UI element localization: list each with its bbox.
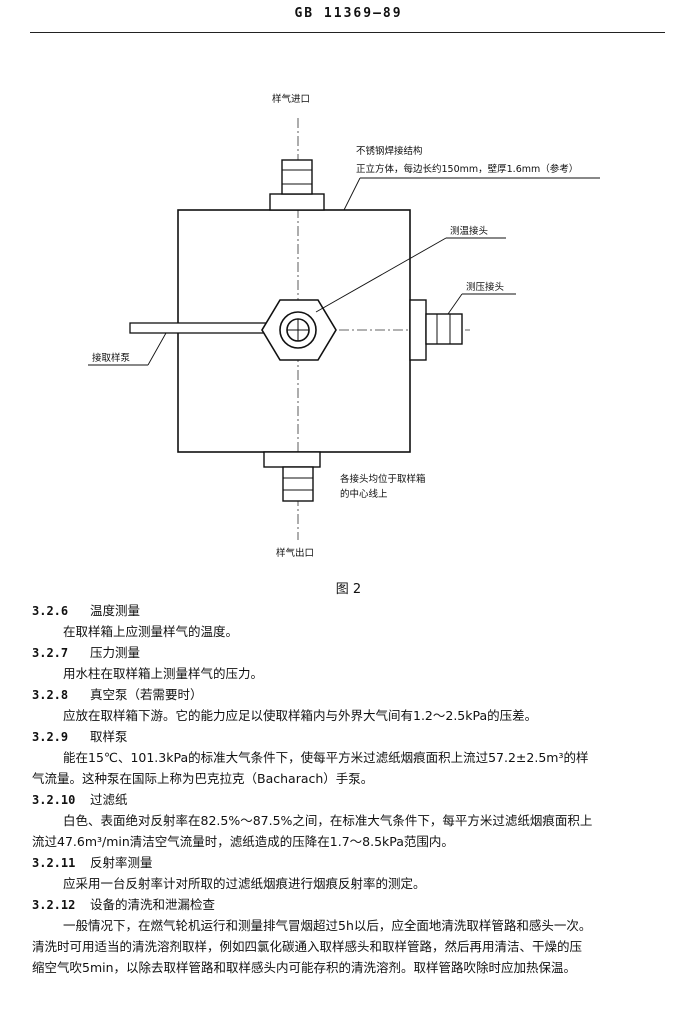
- section-3-2-9-heading: 3.2.9 取样泵: [32, 726, 128, 748]
- header-rule: [30, 32, 665, 33]
- section-number: 3.2.6: [32, 604, 69, 618]
- section-number: 3.2.7: [32, 646, 69, 660]
- section-3-2-12-body-line3: 缩空气吹5min，以除去取样管路和取样感头内可能存积的清洗溶剂。取样管路吹除时应…: [32, 960, 577, 975]
- section-number: 3.2.9: [32, 730, 69, 744]
- section-title: 压力测量: [90, 645, 141, 660]
- section-number: 3.2.8: [32, 688, 69, 702]
- section-title: 过滤纸: [90, 792, 128, 807]
- inlet-fitting-nut: [281, 159, 313, 195]
- center-note-line1: 各接头均位于取样箱: [340, 473, 426, 485]
- section-3-2-10-heading: 3.2.10 过滤纸: [32, 789, 128, 811]
- inlet-label: 样气进口: [272, 93, 310, 105]
- section-number: 3.2.12: [32, 898, 76, 912]
- section-3-2-8-body: 应放在取样箱下游。它的能力应足以使取样箱内与外界大气间有1.2～2.5kPa的压…: [63, 708, 538, 723]
- sampling-box-diagram: 样气进口 不锈钢焊接结构 正立方体，每边长约150mm，壁厚1.6mm（参考） …: [88, 93, 600, 559]
- section-number: 3.2.10: [32, 793, 76, 807]
- inlet-fitting-base: [269, 193, 325, 211]
- section-3-2-12-heading: 3.2.12 设备的清洗和泄漏检查: [32, 894, 215, 916]
- pressure-fitting-base: [409, 299, 427, 361]
- pressure-joint-label: 测压接头: [466, 281, 504, 293]
- section-3-2-7-heading: 3.2.7 压力测量: [32, 642, 140, 664]
- section-3-2-11-heading: 3.2.11 反射率测量: [32, 852, 153, 874]
- section-title: 设备的清洗和泄漏检查: [90, 897, 216, 912]
- section-title: 真空泵（若需要时）: [90, 687, 203, 702]
- structure-label-line1: 不锈钢焊接结构: [356, 145, 423, 157]
- temp-joint-label: 测温接头: [450, 225, 488, 237]
- section-number: 3.2.11: [32, 856, 76, 870]
- structure-label-line2: 正立方体，每边长约150mm，壁厚1.6mm（参考）: [356, 163, 578, 175]
- section-title: 温度测量: [90, 603, 141, 618]
- section-3-2-6-heading: 3.2.6 温度测量: [32, 600, 140, 622]
- structure-leader: [343, 177, 361, 211]
- pump-joint-leader: [147, 332, 167, 366]
- section-3-2-10-body-line1: 白色、表面绝对反射率在82.5%～87.5%之间，在标准大气条件下，每平方米过滤…: [63, 813, 593, 828]
- standard-header: GB 11369—89: [294, 6, 403, 21]
- section-3-2-12-body-line1: 一般情况下，在燃气轮机运行和测量排气冒烟超过5h以后，应全面地清洗取样管路和感头…: [63, 918, 592, 933]
- outlet-label: 样气出口: [276, 547, 314, 559]
- section-3-2-7-body: 用水柱在取样箱上测量样气的压力。: [63, 666, 264, 681]
- figure-caption: 图 2: [335, 582, 362, 597]
- section-3-2-12-body-line2: 清洗时可用适当的清洗溶剂取样，例如四氯化碳通入取样感头和取样管路，然后再用清洁、…: [32, 939, 583, 954]
- section-3-2-9-body-line2: 气流量。这种泵在国际上称为巴克拉克（Bacharach）手泵。: [32, 771, 374, 786]
- pressure-joint-leader: [447, 293, 463, 315]
- section-3-2-9-body-line1: 能在15℃、101.3kPa的标准大气条件下，使每平方米过滤纸烟痕面积上流过57…: [63, 750, 589, 765]
- temp-joint-leader: [315, 237, 447, 313]
- center-note-line2: 的中心线上: [340, 488, 388, 500]
- pump-joint-label: 接取样泵: [92, 352, 131, 364]
- section-3-2-8-heading: 3.2.8 真空泵（若需要时）: [32, 684, 203, 706]
- section-3-2-10-body-line2: 流过47.6m³/min清洁空气流量时，滤纸造成的压降在1.7～8.5kPa范围…: [32, 834, 454, 849]
- outlet-fitting-base: [263, 451, 321, 468]
- section-3-2-6-body: 在取样箱上应测量样气的温度。: [63, 624, 239, 639]
- section-title: 反射率测量: [90, 855, 153, 870]
- pressure-fitting-nut: [425, 313, 463, 345]
- section-3-2-11-body: 应采用一台反射率计对所取的过滤纸烟痕进行烟痕反射率的测定。: [63, 876, 426, 891]
- section-title: 取样泵: [90, 729, 128, 744]
- outlet-fitting-nut: [282, 466, 314, 502]
